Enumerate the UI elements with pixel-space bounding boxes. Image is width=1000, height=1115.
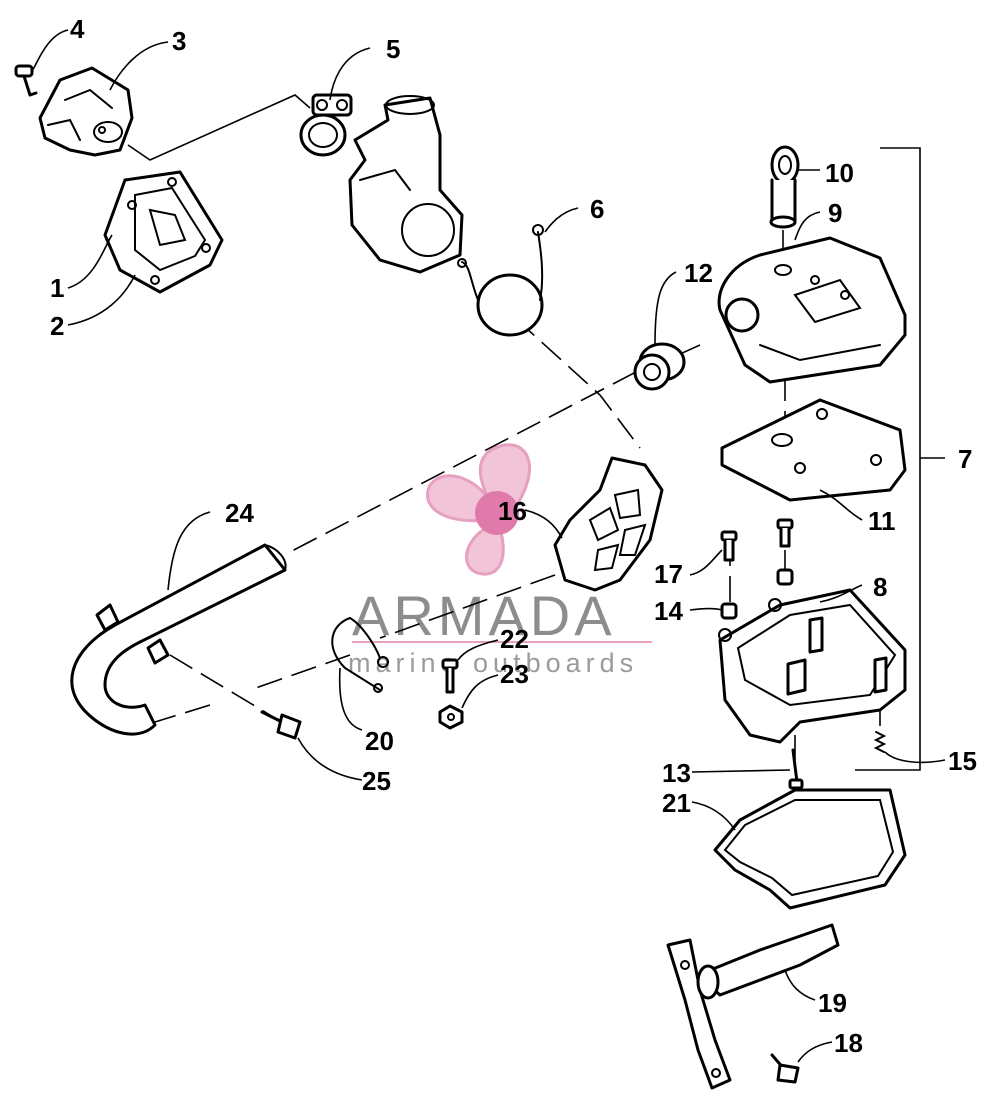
label-20: 20: [365, 726, 394, 756]
label-1: 1: [50, 273, 64, 303]
screen-part-6: [457, 224, 544, 337]
label-10: 10: [825, 158, 854, 188]
label-21: 21: [662, 788, 691, 818]
label-8: 8: [873, 572, 887, 602]
tube-part-24: [70, 543, 287, 736]
label-2: 2: [50, 311, 64, 341]
screw-part-22: [441, 658, 459, 694]
watermark-tagline: marine outboards: [348, 648, 638, 678]
label-12: 12: [684, 258, 713, 288]
part-number-labels: 1 2 3 4 5 6 7 8 9 10 11 12 13 14 15 16 1…: [50, 14, 977, 1058]
label-19: 19: [818, 988, 847, 1018]
bracket-part-19: [666, 923, 840, 1090]
label-22: 22: [500, 624, 529, 654]
gasket-part-11: [720, 398, 907, 502]
label-4: 4: [70, 14, 85, 44]
flange-part-1: [103, 170, 224, 294]
label-14: 14: [654, 596, 683, 626]
label-6: 6: [590, 194, 604, 224]
assembly-bracket-7: [855, 147, 945, 771]
spring-part-15: [873, 731, 887, 753]
bolt-part-18: [770, 1053, 800, 1084]
silencer-part-16: [553, 456, 664, 592]
label-13: 13: [662, 758, 691, 788]
label-16: 16: [498, 496, 527, 526]
intake-housing: [348, 95, 464, 274]
label-11: 11: [868, 506, 896, 536]
pad-part-21: [713, 788, 907, 910]
hose-clamp-part-5: [299, 93, 353, 157]
label-24: 24: [225, 498, 254, 528]
cover-part-9: [717, 236, 907, 384]
screw-part-4: [14, 64, 38, 97]
label-17: 17: [654, 559, 683, 589]
spacer-part-14: [720, 568, 794, 620]
bolt-part-25: [260, 710, 302, 740]
label-7: 7: [958, 444, 972, 474]
label-25: 25: [362, 766, 391, 796]
label-15: 15: [948, 746, 977, 776]
leader-lines: [31, 29, 946, 1063]
bracket-part-3: [38, 66, 311, 161]
strap-part-20: [331, 617, 389, 693]
fitting-part-10: [769, 145, 800, 229]
propeller-icon: [426, 443, 531, 576]
watermark-logo: ARMADA marine outboards: [348, 443, 652, 678]
housing-part-8: [718, 588, 907, 744]
label-3: 3: [172, 26, 186, 56]
label-9: 9: [828, 198, 842, 228]
screw-part-13: [788, 748, 804, 790]
nut-part-23: [438, 704, 464, 730]
label-23: 23: [500, 659, 529, 689]
label-5: 5: [386, 34, 400, 64]
label-18: 18: [834, 1028, 863, 1058]
grommet-part-12: [633, 342, 686, 391]
bolt-part-17: [720, 518, 794, 562]
watermark-brand: ARMADA: [352, 584, 616, 647]
